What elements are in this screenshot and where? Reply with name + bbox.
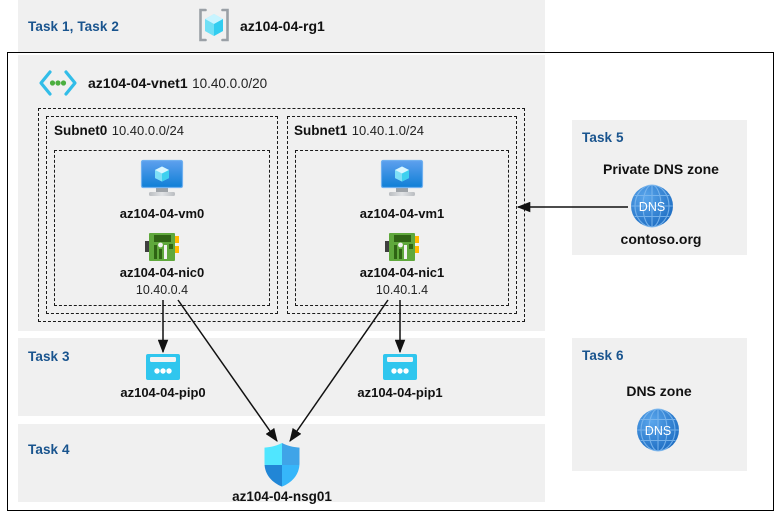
network-security-group-icon: [263, 443, 301, 487]
subnet0-name: Subnet0: [54, 123, 108, 138]
vm1-name: az104-04-vm1: [359, 206, 445, 221]
pip0-name: az104-04-pip0: [120, 385, 206, 400]
subnet0-box: [46, 116, 278, 314]
pip1-name: az104-04-pip1: [357, 385, 443, 400]
nsg-name: az104-04-nsg01: [232, 489, 332, 504]
subnet1-resources-box: [295, 150, 509, 306]
virtual-network-address-space: 10.40.0.0/20: [192, 76, 268, 91]
virtual-network-icon: [38, 70, 78, 96]
network-interface-icon: [385, 232, 419, 262]
resource-group-icon: [196, 8, 232, 42]
virtual-network-panel: [18, 55, 545, 331]
public-ip-icon: [383, 354, 417, 380]
dns-zone-icon: DNS: [636, 408, 680, 452]
subnet0-resources-box: [54, 150, 270, 306]
subnet1-name: Subnet1: [294, 123, 348, 138]
resource-group-name: az104-04-rg1: [240, 18, 325, 34]
private-dns-heading: Private DNS zone: [603, 161, 719, 177]
virtual-machine-icon: [379, 158, 425, 200]
public-dns-heading: DNS zone: [626, 383, 692, 399]
task-label-1-2: Task 1, Task 2: [28, 19, 119, 34]
private-dns-zone-name: contoso.org: [620, 231, 702, 247]
dns-zone-icon: DNS: [630, 184, 674, 228]
task-label-3: Task 3: [28, 349, 70, 364]
address-space-box: [38, 108, 525, 322]
virtual-network-name: az104-04-vnet1: [88, 75, 188, 91]
nic1-private-ip: 10.40.1.4: [375, 283, 429, 297]
subnet1-header: Subnet1 10.40.1.0/24: [294, 122, 424, 140]
vm0-name: az104-04-vm0: [119, 206, 205, 221]
svg-text:DNS: DNS: [645, 424, 671, 438]
nic1-name: az104-04-nic1: [359, 265, 445, 280]
subnet0-header: Subnet0 10.40.0.0/24: [54, 122, 184, 140]
task-label-4: Task 4: [28, 442, 70, 457]
task-label-6: Task 6: [582, 348, 624, 363]
virtual-network-header: az104-04-vnet1 10.40.0.0/20: [88, 75, 267, 93]
task-label-5: Task 5: [582, 130, 624, 145]
nic0-name: az104-04-nic0: [119, 265, 205, 280]
subnet1-box: [287, 116, 517, 314]
svg-text:DNS: DNS: [639, 200, 665, 214]
public-ip-panel: [18, 338, 545, 416]
nic0-private-ip: 10.40.0.4: [135, 283, 189, 297]
network-interface-icon: [145, 232, 179, 262]
subnet1-cidr: 10.40.1.0/24: [351, 123, 425, 138]
subnet0-cidr: 10.40.0.0/24: [111, 123, 185, 138]
public-ip-icon: [146, 354, 180, 380]
virtual-machine-icon: [139, 158, 185, 200]
